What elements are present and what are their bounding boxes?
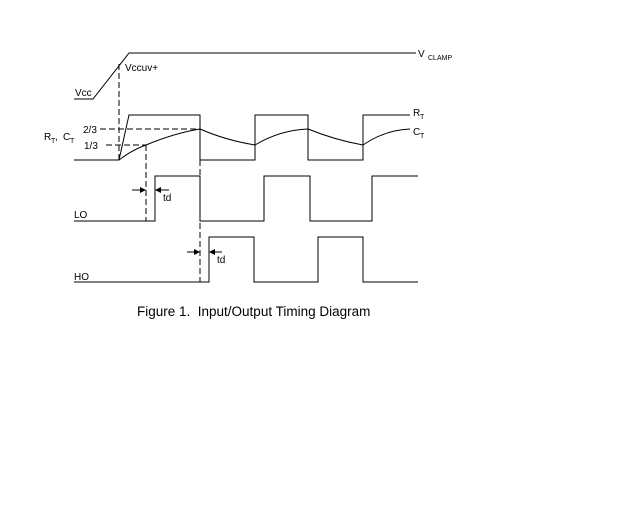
rt-ct-label-sep: , — [55, 132, 58, 143]
lo-waveform — [74, 175, 418, 222]
ho-waveform — [74, 236, 418, 283]
vcc-label: Vcc — [75, 88, 92, 99]
vccuv-label: Vccuv+ — [125, 63, 158, 74]
ct-waveform — [118, 128, 411, 161]
vcc-waveform — [74, 52, 416, 100]
ho-label: HO — [74, 272, 89, 283]
rt-ct-label-c: C — [63, 132, 70, 143]
ct-label: C — [413, 127, 420, 138]
two-thirds-label: 2/3 — [83, 125, 97, 136]
rt-waveform — [74, 114, 410, 161]
lo-label: LO — [74, 210, 88, 221]
rt-ct-label-r-sub: T — [51, 138, 56, 145]
rt-ct-label-r: R — [44, 132, 51, 143]
td-lo-label: td — [163, 193, 171, 204]
vclamp-subscript: CLAMP — [428, 55, 452, 62]
vclamp-label: V — [418, 49, 425, 60]
one-third-label: 1/3 — [84, 141, 98, 152]
td-ho-label: td — [217, 255, 225, 266]
rt-label-sub: T — [420, 114, 425, 121]
rt-label: R — [413, 108, 420, 119]
rt-ct-label-c-sub: T — [70, 138, 75, 145]
figure-caption: Figure 1. Input/Output Timing Diagram — [137, 304, 371, 319]
ct-label-sub: T — [420, 133, 425, 140]
